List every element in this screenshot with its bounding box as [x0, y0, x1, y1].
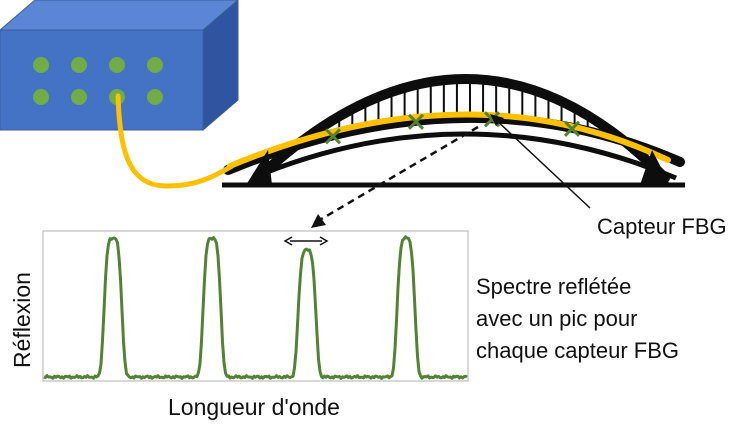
bridge-deck-underside	[261, 131, 677, 181]
spectrum-description-line-2: avec un pic pour	[476, 306, 638, 331]
spectrum-description-line-3: chaque capteur FBG	[476, 338, 680, 363]
y-axis-label: Réflexion	[9, 272, 35, 368]
port-dot	[147, 57, 163, 73]
spectrum-description-line-1: Spectre reflétée	[476, 274, 632, 299]
port-dot	[71, 57, 87, 73]
optical-fiber-cable	[115, 93, 235, 189]
interrogator-box-front	[0, 29, 204, 131]
interrogator-box-top	[0, 0, 239, 31]
fbg-sensor-mark	[563, 120, 581, 137]
pointer-arrow-icon	[490, 114, 591, 209]
bridge	[222, 74, 685, 188]
port-dot	[109, 57, 125, 73]
bridge-arch	[253, 74, 670, 183]
spectrum-description: Spectre reflétée avec un pic pour chaque…	[476, 271, 679, 367]
reflection-spectrum-plot	[42, 230, 469, 382]
port-dot	[33, 89, 49, 105]
port-dot	[147, 89, 163, 105]
dashed-arrow-icon	[311, 125, 479, 228]
fbg-sensors	[324, 111, 581, 145]
optical-fiber-deck	[227, 111, 671, 169]
double-headed-arrow-icon	[283, 236, 329, 246]
bridge-left-support	[246, 150, 272, 185]
fbg-sensor-mark	[324, 128, 342, 145]
fbg-sensor-mark	[407, 113, 425, 130]
interrogator-box	[0, 0, 239, 132]
port-dot	[33, 57, 49, 73]
port-dot	[71, 89, 87, 105]
interrogator-ports	[33, 57, 163, 105]
x-axis-label: Longueur d'onde	[168, 394, 340, 420]
sensor-label: Capteur FBG	[597, 214, 727, 239]
spectrum-curve	[43, 235, 468, 380]
bridge-right-support	[640, 150, 670, 185]
y-axis-label-wrapper: Réflexion	[2, 270, 42, 390]
